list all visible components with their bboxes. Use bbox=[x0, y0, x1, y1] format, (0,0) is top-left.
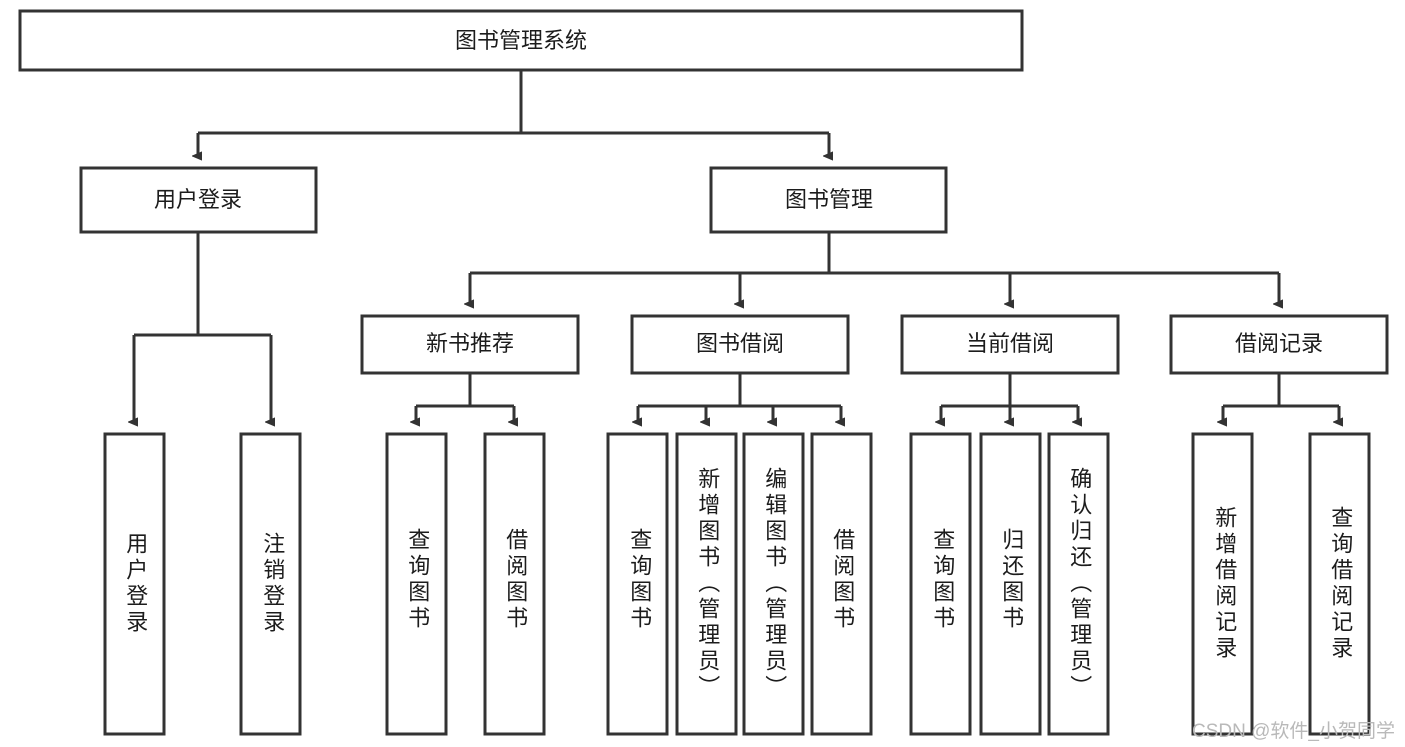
node-current[interactable]: 当前借阅 bbox=[900, 314, 1120, 375]
node-bookmgmt[interactable]: 图书管理 bbox=[709, 166, 948, 234]
node-leaf-record-add-box[interactable] bbox=[1191, 432, 1254, 736]
node-leaf-user-login[interactable]: 用户登录 bbox=[103, 432, 166, 736]
node-root-box[interactable] bbox=[18, 9, 1024, 72]
node-borrow[interactable]: 图书借阅 bbox=[630, 314, 850, 375]
node-current-box[interactable] bbox=[900, 314, 1120, 375]
node-leaf-current-query-box[interactable] bbox=[909, 432, 972, 736]
node-leaf-record-add[interactable]: 新增借阅记录 bbox=[1191, 432, 1254, 736]
node-leaf-newbook-borrow-box[interactable] bbox=[483, 432, 546, 736]
node-leaf-borrow-edit-box[interactable] bbox=[742, 432, 805, 736]
node-newbook-label: 新书推荐 bbox=[426, 331, 514, 356]
node-leaf-current-return[interactable]: 归还图书 bbox=[979, 432, 1042, 736]
node-borrow-box[interactable] bbox=[630, 314, 850, 375]
node-leaf-borrow-add-box[interactable] bbox=[675, 432, 738, 736]
node-leaf-newbook-borrow-label: 借阅图书 bbox=[503, 528, 528, 632]
node-record[interactable]: 借阅记录 bbox=[1169, 314, 1389, 375]
node-leaf-current-confirm-box[interactable] bbox=[1047, 432, 1110, 736]
connectors bbox=[134, 70, 1339, 422]
node-leaf-borrow-query-box[interactable] bbox=[606, 432, 669, 736]
node-leaf-borrow-lend-box[interactable] bbox=[810, 432, 873, 736]
node-current-label: 当前借阅 bbox=[966, 331, 1054, 356]
node-leaf-borrow-edit-label: 编辑图书（管理员） bbox=[762, 467, 787, 701]
node-login[interactable]: 用户登录 bbox=[79, 166, 318, 234]
node-leaf-current-confirm[interactable]: 确认归还（管理员） bbox=[1047, 432, 1110, 736]
node-newbook-box[interactable] bbox=[360, 314, 580, 375]
node-leaf-borrow-query[interactable]: 查询图书 bbox=[606, 432, 669, 736]
node-record-label: 借阅记录 bbox=[1235, 331, 1323, 356]
node-leaf-borrow-add-label: 新增图书（管理员） bbox=[695, 467, 720, 701]
node-leaf-borrow-edit[interactable]: 编辑图书（管理员） bbox=[742, 432, 805, 736]
node-leaf-borrow-add[interactable]: 新增图书（管理员） bbox=[675, 432, 738, 736]
node-root-label: 图书管理系统 bbox=[455, 28, 587, 53]
node-leaf-borrow-lend-label: 借阅图书 bbox=[830, 528, 855, 632]
node-record-box[interactable] bbox=[1169, 314, 1389, 375]
node-newbook[interactable]: 新书推荐 bbox=[360, 314, 580, 375]
node-leaf-newbook-query-box[interactable] bbox=[385, 432, 448, 736]
node-leaf-newbook-query[interactable]: 查询图书 bbox=[385, 432, 448, 736]
node-leaf-newbook-borrow[interactable]: 借阅图书 bbox=[483, 432, 546, 736]
node-bookmgmt-box[interactable] bbox=[709, 166, 948, 234]
node-leaf-record-add-label: 新增借阅记录 bbox=[1212, 506, 1237, 662]
node-leaf-record-query[interactable]: 查询借阅记录 bbox=[1308, 432, 1371, 736]
node-leaf-record-query-label: 查询借阅记录 bbox=[1328, 506, 1353, 662]
node-bookmgmt-label: 图书管理 bbox=[785, 187, 873, 212]
node-leaf-user-logout-label: 注销登录 bbox=[260, 532, 285, 636]
node-leaf-borrow-query-label: 查询图书 bbox=[627, 528, 652, 632]
node-leaf-user-logout[interactable]: 注销登录 bbox=[239, 432, 302, 736]
node-leaf-current-query-label: 查询图书 bbox=[930, 528, 955, 632]
node-root[interactable]: 图书管理系统 bbox=[18, 9, 1024, 72]
node-leaf-user-logout-box[interactable] bbox=[239, 432, 302, 736]
node-leaf-current-return-box[interactable] bbox=[979, 432, 1042, 736]
node-leaf-newbook-query-label: 查询图书 bbox=[405, 528, 430, 632]
node-leaf-current-return-label: 归还图书 bbox=[999, 528, 1024, 632]
node-leaf-current-query[interactable]: 查询图书 bbox=[909, 432, 972, 736]
node-borrow-label: 图书借阅 bbox=[696, 331, 784, 356]
node-leaf-user-login-box[interactable] bbox=[103, 432, 166, 736]
node-login-label: 用户登录 bbox=[154, 187, 242, 212]
node-leaf-current-confirm-label: 确认归还（管理员） bbox=[1067, 467, 1092, 701]
node-leaf-borrow-lend[interactable]: 借阅图书 bbox=[810, 432, 873, 736]
node-leaf-record-query-box[interactable] bbox=[1308, 432, 1371, 736]
node-leaf-user-login-label: 用户登录 bbox=[123, 532, 148, 636]
node-login-box[interactable] bbox=[79, 166, 318, 234]
